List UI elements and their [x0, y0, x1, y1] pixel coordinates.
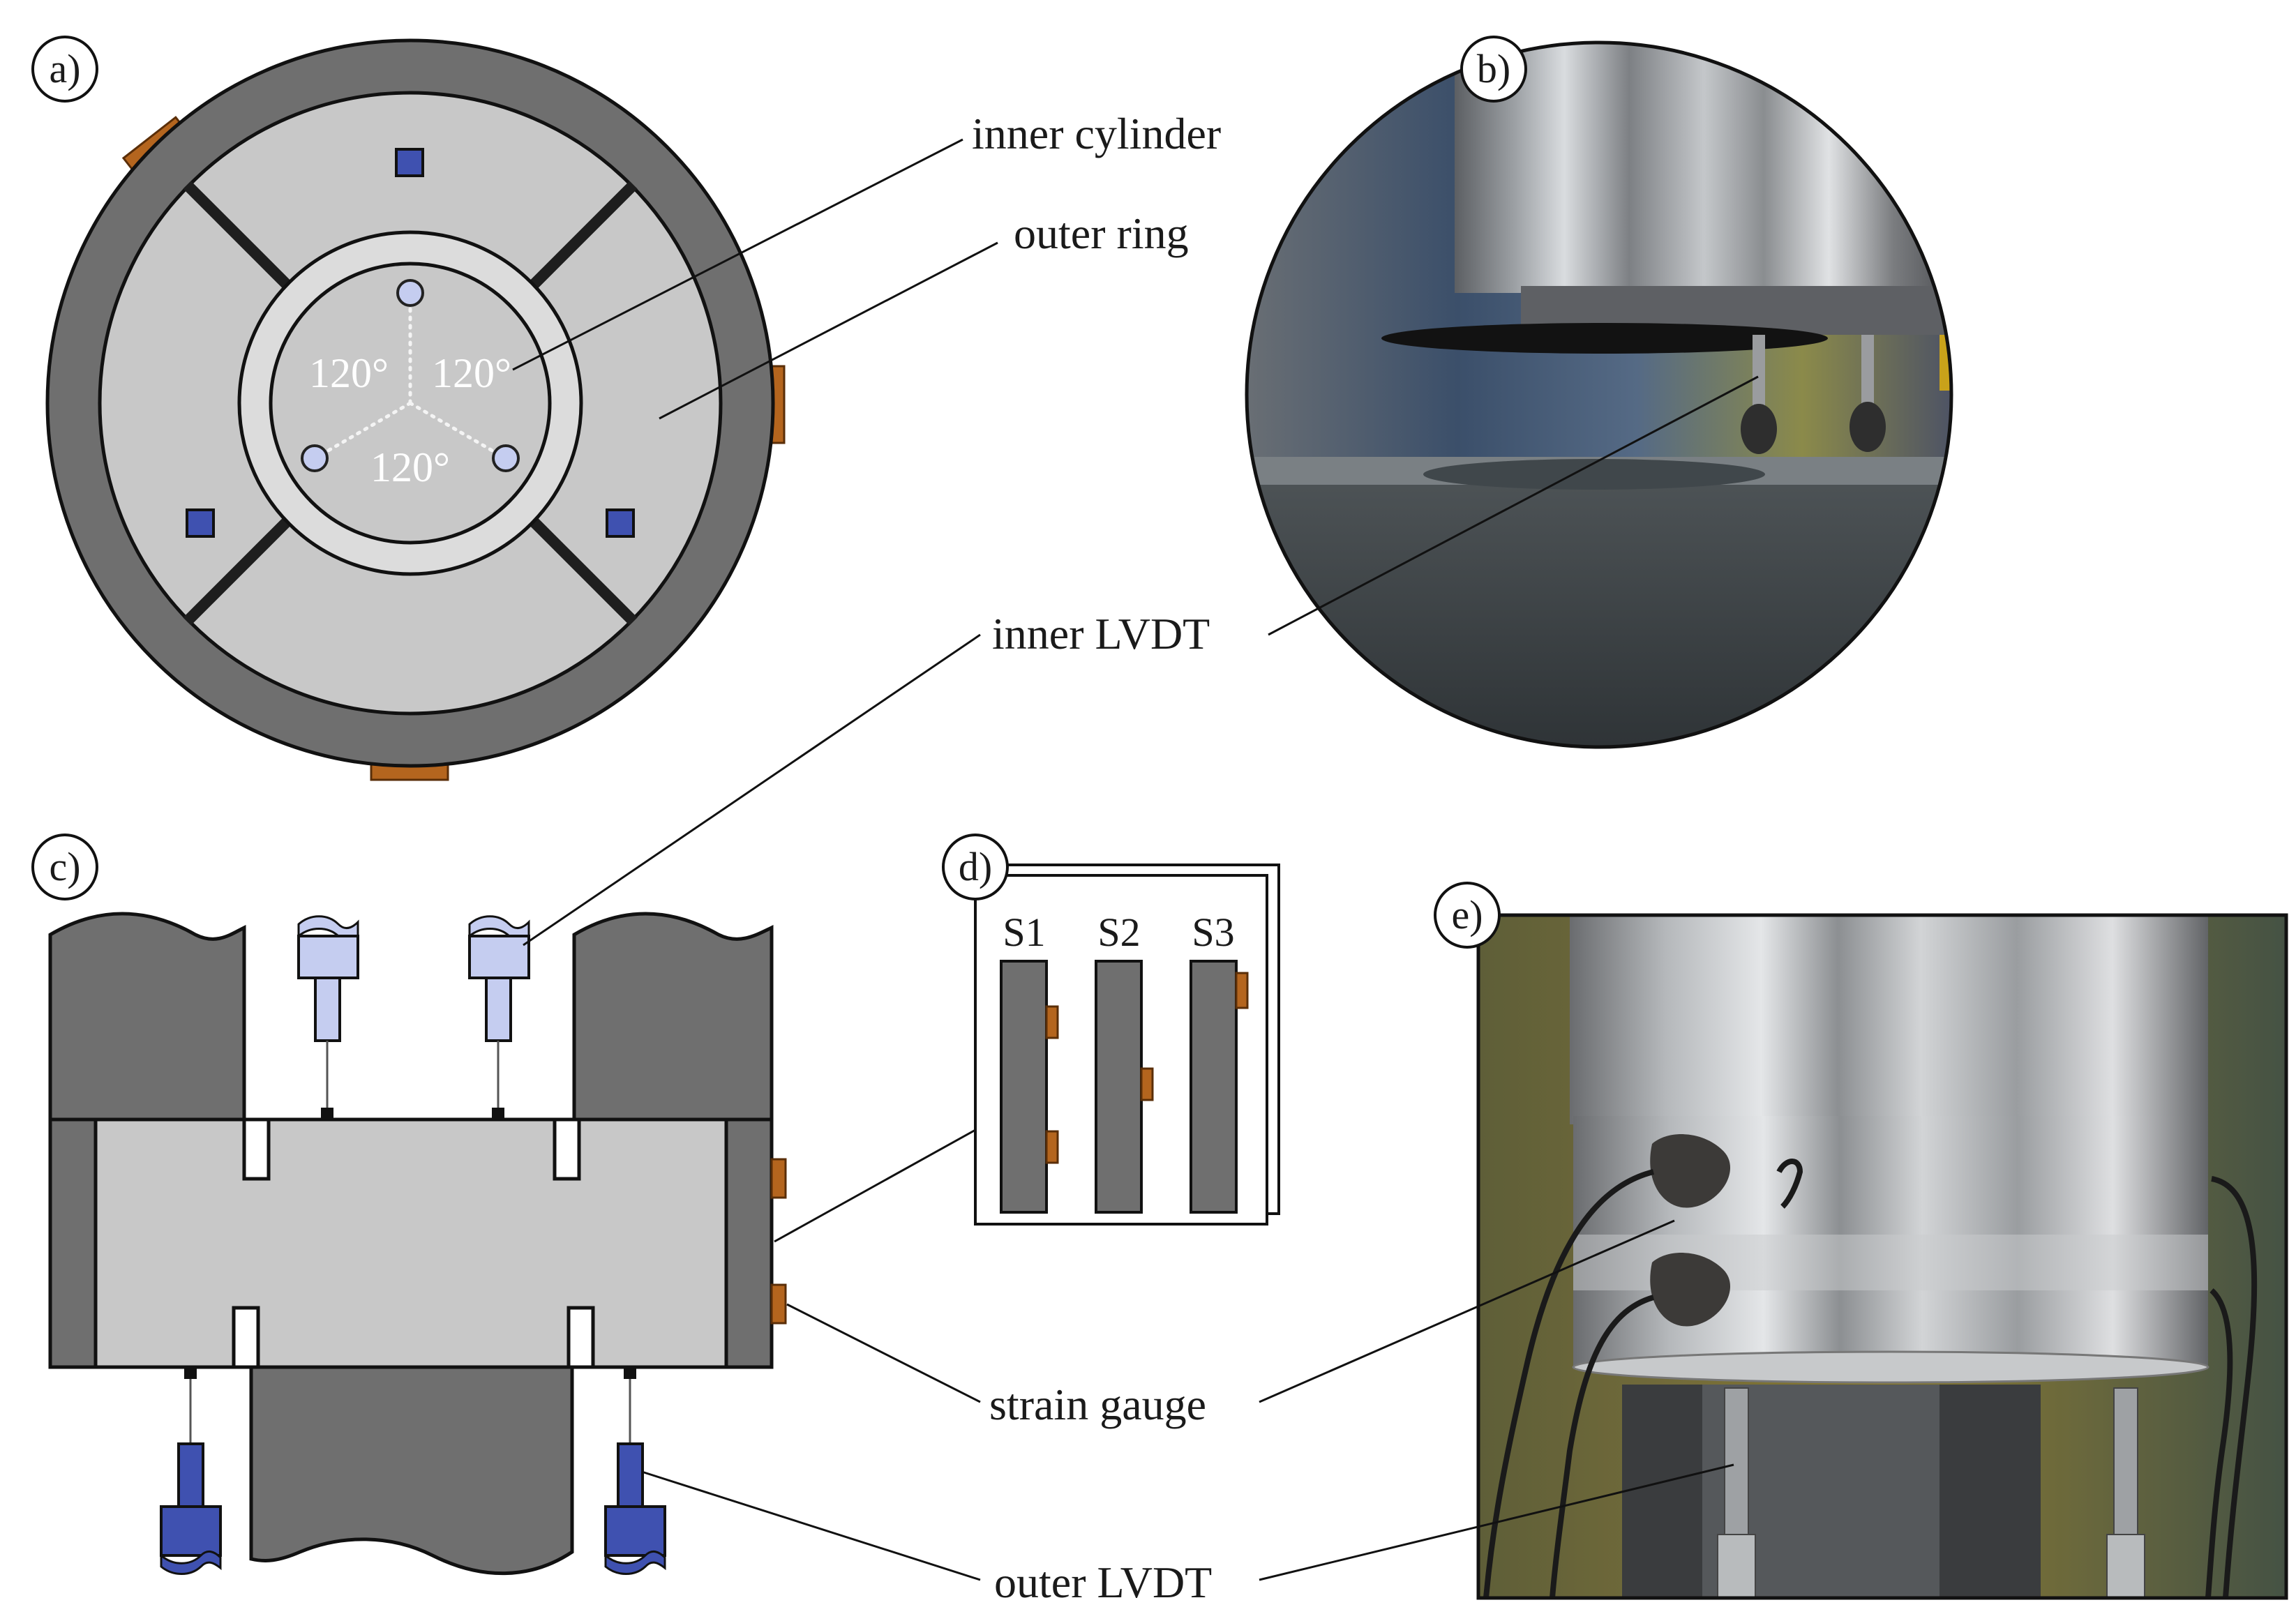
panel-a-letter-circle — [31, 36, 98, 103]
outer-lvdt-point-left — [186, 508, 215, 538]
outer-lvdt-left — [160, 1367, 222, 1575]
inner-lvdt-point-right — [492, 444, 520, 472]
panel-b-photo-border — [1245, 40, 1953, 749]
strip-label-s2: S2 — [1097, 910, 1140, 955]
label-strain-gauge: strain gauge — [989, 1380, 1206, 1429]
strip-label-s3: S3 — [1192, 910, 1234, 955]
panel-d-letter: d) — [959, 844, 992, 889]
inner-lvdt-right — [468, 915, 530, 1119]
strip-s1-gauge-upper — [1045, 1005, 1059, 1039]
strip-s3 — [1190, 960, 1238, 1214]
radial-slots — [183, 181, 638, 626]
strip-s2-gauge — [1140, 1067, 1154, 1101]
outer-ring-section-right — [724, 1117, 774, 1369]
angle-label-top-right: 120° — [432, 350, 511, 396]
angle-label-bottom: 120° — [370, 444, 450, 490]
leader-inner-lvdt-section — [523, 633, 981, 947]
leader-outer-lvdt-section — [641, 1470, 981, 1581]
leader-outer-lvdt-photo — [1259, 1463, 1734, 1581]
leader-inner-lvdt-photo — [1268, 375, 1759, 636]
panel-b-photo: b) — [1245, 36, 1953, 749]
panel-c-cross-section: c) — [31, 834, 787, 1576]
panel-d-strain-strips: d) S1 S2 S3 — [942, 834, 1280, 1226]
panel-e-photo-border — [1476, 913, 2288, 1600]
gauge-cable-lower — [1550, 1295, 1655, 1598]
strip-label-s1: S1 — [1003, 910, 1045, 955]
panel-b-letter-circle — [1460, 36, 1527, 103]
inner-cylinder-section — [93, 1117, 728, 1369]
strain-gauge-side-lower — [770, 1283, 787, 1325]
strain-gauge-side-upper — [770, 1158, 787, 1199]
panel-e-letter-circle — [1434, 882, 1501, 949]
inner-lvdt-point-top — [396, 279, 424, 307]
panel-a-top-view: a) 120° 120° — [31, 36, 786, 781]
inner-lvdt-left — [297, 915, 359, 1119]
label-outer-ring: outer ring — [1014, 209, 1189, 258]
outer-lvdt-point-right — [606, 508, 635, 538]
panel-c-letter-circle — [31, 834, 98, 900]
label-outer-lvdt: outer LVDT — [994, 1558, 1212, 1607]
leader-outer-ring — [659, 241, 998, 420]
angle-label-top-left: 120° — [309, 350, 389, 396]
panel-e-letter: e) — [1451, 892, 1483, 937]
outer-ring-section-left — [48, 1117, 98, 1369]
leader-strain-gauge-section — [786, 1303, 981, 1403]
panel-e-photo: e) — [1434, 882, 2288, 1600]
upper-platen-left — [48, 912, 246, 1122]
outer-lvdt-point-top — [395, 148, 424, 177]
strip-s2 — [1095, 960, 1143, 1214]
strip-s3-gauge — [1235, 972, 1249, 1009]
panel-c-letter: c) — [49, 844, 80, 889]
panel-b-letter: b) — [1477, 46, 1510, 91]
inner-lvdt-probes — [1741, 335, 1886, 454]
leader-strain-gauge-photo — [1259, 1219, 1675, 1403]
inner-lvdt-point-left — [301, 444, 329, 472]
outer-lvdt-right — [604, 1367, 666, 1575]
leader-lines — [512, 138, 1759, 1581]
strip-s1 — [1000, 960, 1048, 1214]
lower-platen — [249, 1365, 574, 1576]
gauge-cable-upper — [1483, 1169, 1654, 1598]
leader-inner-cylinder — [512, 138, 963, 371]
panel-a-letter: a) — [49, 46, 80, 91]
upper-platen-right — [572, 912, 774, 1122]
label-inner-lvdt: inner LVDT — [992, 609, 1210, 658]
strip-s1-gauge-lower — [1045, 1130, 1059, 1164]
panel-d-letter-circle — [942, 834, 1009, 900]
angle-dividers — [324, 303, 497, 454]
label-inner-cylinder: inner cylinder — [972, 109, 1221, 158]
leader-strip-sheet — [774, 1129, 976, 1243]
